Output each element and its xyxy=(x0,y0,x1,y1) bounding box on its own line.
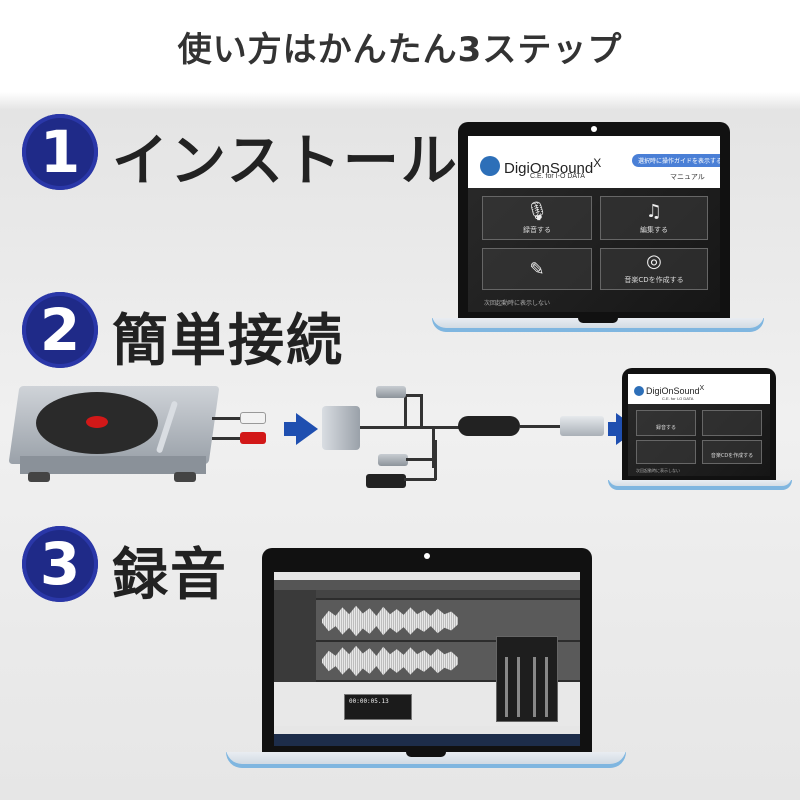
cd-tile-small[interactable]: 音楽CDを作成する xyxy=(702,440,762,464)
daw-status-bar xyxy=(274,726,580,734)
mini-jack-plug-middle xyxy=(378,454,408,466)
edit-tile[interactable]: ♫ 編集する xyxy=(600,196,708,240)
arrow-right-icon xyxy=(284,422,296,436)
headline: 使い方はかんたん3ステップ xyxy=(0,0,800,92)
laptop-step2: DigiOnSoundX C.E. for I-O DATA 録音する 音楽CD… xyxy=(608,368,792,492)
edit-tile-small[interactable] xyxy=(702,410,762,436)
step-3-badge: 3 xyxy=(22,526,98,602)
rca-red-plug xyxy=(240,432,266,444)
rca-adapter xyxy=(322,406,360,450)
app-screen-small: DigiOnSoundX C.E. for I-O DATA 録音する 音楽CD… xyxy=(628,374,770,476)
app-logo-icon xyxy=(634,386,644,396)
app-subtitle: C.E. for I-O DATA xyxy=(530,173,585,180)
turntable xyxy=(8,386,220,486)
app-subtitle-small: C.E. for I-O DATA xyxy=(662,396,694,401)
startup-checkbox-small[interactable]: 次回起動時に表示しない xyxy=(636,468,680,473)
cd-tile-label-small: 音楽CDを作成する xyxy=(710,453,754,459)
startup-checkbox[interactable]: 次回起動時に表示しない xyxy=(484,300,551,307)
microphone-icon: 🎙 xyxy=(525,201,549,222)
os-taskbar[interactable] xyxy=(274,734,580,746)
pen-tile[interactable]: ✎ xyxy=(482,248,592,290)
step-3-title: 録音 xyxy=(112,543,228,608)
app-brand-small: DigiOnSound xyxy=(646,386,700,396)
mini-jack-plug-bottom xyxy=(366,474,406,488)
daw-screen: 00:00:05.13 xyxy=(274,572,580,746)
arrow-right-icon xyxy=(608,422,616,436)
usb-capture-dongle xyxy=(458,416,520,436)
step-2-title: 簡単接続 xyxy=(112,309,344,374)
timeline-ruler[interactable] xyxy=(316,590,580,598)
manual-link[interactable]: マニュアル xyxy=(670,173,705,181)
record-tile-label-small: 録音する xyxy=(655,425,676,431)
transport-time: 00:00:05.13 xyxy=(349,698,389,705)
pen-icon: ✎ xyxy=(529,259,545,280)
music-note-icon: ♫ xyxy=(645,201,663,222)
laptop-step3: 00:00:05.13 xyxy=(226,548,626,768)
cd-tile[interactable]: ◎ 音楽CDを作成する xyxy=(600,248,708,290)
daw-menu-bar[interactable] xyxy=(274,572,580,580)
app-logo-icon xyxy=(480,156,500,176)
app-screen: DigiOnSoundX C.E. for I-O DATA 選択時に操作ガイド… xyxy=(468,136,720,312)
cd-icon: ◎ xyxy=(646,251,662,272)
step-1-badge: 1 xyxy=(22,114,98,190)
edit-tile-label: 編集する xyxy=(640,226,668,234)
app-brand: DigiOnSound xyxy=(504,160,594,177)
mixer-window[interactable] xyxy=(496,636,558,722)
app-brand-suffix-small: X xyxy=(699,385,705,392)
record-tile[interactable]: 🎙 録音する xyxy=(482,196,592,240)
cd-tile-label: 音楽CDを作成する xyxy=(624,276,684,284)
mini-jack-plug-top xyxy=(376,386,406,398)
app-brand-suffix: X xyxy=(593,156,602,170)
laptop-step1: DigiOnSoundX C.E. for I-O DATA 選択時に操作ガイド… xyxy=(432,122,764,334)
record-tile-small[interactable]: 録音する xyxy=(636,410,696,436)
pen-tile-small[interactable] xyxy=(636,440,696,464)
step-1-title: インストール xyxy=(112,129,459,194)
transport-panel[interactable]: 00:00:05.13 xyxy=(344,694,412,720)
step-2-badge: 2 xyxy=(22,292,98,368)
daw-toolbar[interactable] xyxy=(274,580,580,590)
record-tile-label: 録音する xyxy=(523,226,551,234)
usb-plug xyxy=(560,416,604,436)
rca-white-plug xyxy=(240,412,266,424)
guide-toggle[interactable]: 選択時に操作ガイドを表示する xyxy=(632,154,720,167)
